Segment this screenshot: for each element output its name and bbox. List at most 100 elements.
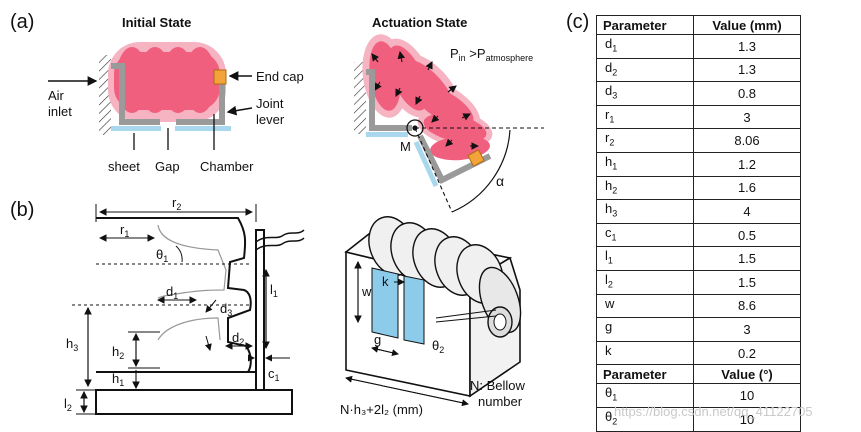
param-subscript: 1 bbox=[607, 255, 613, 266]
cross-section-diagram: r2 r1 θ1 d1 d3 d2 l1 c1 h3 h2 bbox=[64, 195, 305, 415]
param-symbol: d bbox=[605, 59, 613, 75]
actuation-sheet-bottom bbox=[413, 140, 439, 188]
sheet-right bbox=[175, 126, 231, 131]
header-parameter: Parameter bbox=[596, 15, 694, 35]
param-value-cell: 8.6 bbox=[693, 293, 801, 319]
param-name-cell: l2 bbox=[596, 269, 694, 295]
rotated-line bbox=[414, 127, 453, 213]
param-name-cell: r1 bbox=[596, 104, 694, 130]
header-parameter-2: Parameter bbox=[596, 364, 694, 385]
sheet-label: sheet bbox=[108, 159, 140, 174]
param-symbol: θ bbox=[605, 408, 613, 424]
param-value-cell: 3 bbox=[693, 104, 801, 130]
end-cap bbox=[213, 69, 227, 85]
angle-arc bbox=[451, 129, 511, 213]
actuation-state-title: Actuation State bbox=[372, 15, 467, 30]
bent-chamber bbox=[369, 41, 490, 161]
d1-label: d1 bbox=[166, 284, 178, 301]
param-value-cell: 1.5 bbox=[693, 269, 801, 295]
joint-m-label: M bbox=[400, 139, 411, 154]
param-value-cell: 0.5 bbox=[693, 222, 801, 248]
d3-dimension bbox=[205, 299, 217, 313]
air-inlet-label-2: inlet bbox=[48, 104, 72, 119]
k-label: k bbox=[382, 274, 389, 289]
param-name-cell: r2 bbox=[596, 128, 694, 153]
param-value-cell: 0.8 bbox=[693, 81, 801, 106]
param-subscript: 2 bbox=[609, 137, 615, 148]
param-value-cell: 4 bbox=[693, 199, 801, 224]
param-symbol: k bbox=[605, 342, 612, 358]
theta1-arc bbox=[175, 245, 183, 263]
header-value-mm: Value (mm) bbox=[693, 15, 801, 35]
param-subscript: 1 bbox=[611, 232, 617, 243]
param-symbol: h bbox=[605, 153, 613, 169]
table-header-row: Parameter Value (mm) bbox=[596, 15, 801, 35]
end-cap-label: End cap bbox=[256, 69, 304, 84]
param-value-cell: 1.3 bbox=[693, 34, 801, 59]
length-expression: N·h₃+2l₂ (mm) bbox=[340, 402, 423, 417]
chamber-label: Chamber bbox=[200, 159, 254, 174]
param-symbol: d bbox=[605, 36, 613, 51]
sheet-left bbox=[111, 126, 161, 131]
param-name-cell: l1 bbox=[596, 246, 694, 271]
param-value-cell: 1.5 bbox=[693, 246, 801, 271]
param-name-cell: w bbox=[596, 293, 694, 319]
base-plate bbox=[95, 389, 293, 415]
param-symbol: c bbox=[605, 224, 612, 240]
gap-label: Gap bbox=[155, 159, 180, 174]
joint-lever-label-1: Joint bbox=[256, 96, 284, 111]
param-symbol: h bbox=[605, 201, 613, 217]
param-name-cell: g bbox=[596, 317, 694, 342]
initial-state-diagram: Initial State Air inlet End cap Joint le… bbox=[48, 15, 304, 174]
l1-label: l1 bbox=[270, 282, 278, 299]
param-name-cell: d3 bbox=[596, 81, 694, 106]
param-name-cell: h2 bbox=[596, 175, 694, 201]
break-line-1 bbox=[255, 229, 305, 243]
r2-label: r2 bbox=[172, 195, 181, 212]
param-symbol: l bbox=[605, 248, 608, 264]
param-symbol: r bbox=[605, 106, 610, 122]
param-value-cell: 1.6 bbox=[693, 175, 801, 201]
pressure-arrows bbox=[371, 50, 480, 150]
d2-label: d2 bbox=[232, 330, 244, 347]
table-header-row-2: Parameter Value (°) bbox=[596, 364, 801, 385]
blue-gap-left bbox=[371, 267, 399, 339]
actuation-lever-fixed bbox=[366, 69, 412, 131]
param-value-cell: 1.2 bbox=[693, 151, 801, 177]
theta2-line-1 bbox=[435, 309, 497, 319]
param-subscript: 2 bbox=[612, 185, 618, 196]
param-subscript: 1 bbox=[612, 392, 618, 403]
r1-label: r1 bbox=[120, 222, 129, 239]
isometric-diagram: w k g θ2 N·h₃+2l₂ (mm) N: Bellow number bbox=[340, 216, 526, 417]
param-subscript: 1 bbox=[612, 161, 618, 172]
bellow-number-label-2: number bbox=[478, 394, 523, 409]
watermark-text: https://blog.csdn.net/qq_41122705 bbox=[614, 404, 813, 419]
c1-label: c1 bbox=[268, 366, 280, 383]
param-symbol: r bbox=[605, 130, 610, 146]
inlet-hole-inner bbox=[493, 313, 507, 331]
param-value-cell: 1.3 bbox=[693, 57, 801, 83]
d3-label: d3 bbox=[220, 301, 232, 318]
param-subscript: 3 bbox=[612, 90, 618, 101]
param-symbol: h bbox=[605, 177, 613, 193]
param-subscript: 2 bbox=[607, 279, 613, 290]
param-symbol: θ bbox=[605, 385, 613, 401]
blue-gap-right bbox=[403, 275, 425, 345]
param-symbol: g bbox=[605, 319, 613, 335]
table-row: h1 1.2 bbox=[596, 151, 801, 177]
param-name-cell: d1 bbox=[596, 34, 694, 59]
bellow-number-label-1: N: Bellow bbox=[470, 378, 526, 393]
inner-profile bbox=[157, 224, 227, 341]
actuation-end-cap bbox=[467, 149, 485, 167]
